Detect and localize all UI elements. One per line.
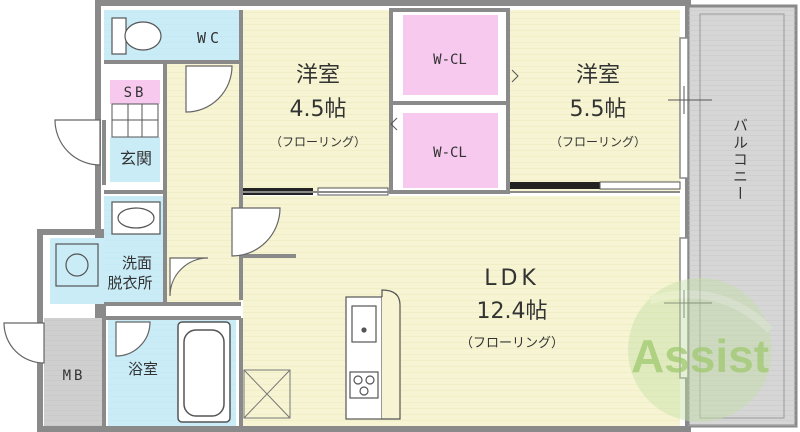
- washroom-label-line2: 脱衣所: [107, 274, 152, 292]
- watermark-text: Assist: [631, 330, 769, 382]
- washbasin-icon: [111, 201, 161, 235]
- kitchen-counter: [345, 289, 401, 420]
- door-swings: [3, 65, 281, 364]
- entrance-label: 玄関: [120, 149, 152, 168]
- washing-machine-icon: [55, 243, 99, 287]
- toilet-icon: [111, 17, 162, 55]
- mb-label: MB: [63, 368, 86, 384]
- wcl-bottom-label: W-CL: [433, 145, 467, 161]
- ldk-size: 12.4帖: [477, 299, 548, 324]
- closet-door-marker: [511, 69, 519, 83]
- fridge-space: [243, 369, 291, 419]
- kitchen-sink-icon: [351, 305, 377, 343]
- closet-door-marker: [390, 117, 398, 131]
- western-room-a-size: 4.5帖: [290, 97, 347, 122]
- shoe-rack-icon: [111, 103, 159, 138]
- bathtub-icon: [177, 321, 231, 423]
- shoe-box: [110, 80, 160, 104]
- western-room-b-size: 5.5帖: [570, 97, 627, 122]
- western-room-a-name: 洋室: [296, 63, 340, 88]
- interior-walls: [102, 10, 296, 426]
- walk-in-closet-bottom: [403, 113, 498, 188]
- western-room-b-name: 洋室: [576, 63, 620, 88]
- balcony-label: バルコニー: [731, 118, 749, 203]
- assist-watermark: [628, 278, 773, 422]
- sliding-door-b: [510, 182, 600, 189]
- washroom-label-line1: 洗面: [122, 254, 152, 272]
- western-room-b-floor-label: （フローリング）: [550, 135, 646, 149]
- stove-icon: [349, 371, 379, 399]
- sb-label: SB: [124, 85, 147, 101]
- entrance-floor: [110, 137, 160, 182]
- wcl-top-label: W-CL: [433, 52, 467, 68]
- ldk-floor-label: （フローリング）: [460, 336, 564, 351]
- bath-label: 浴室: [128, 360, 158, 378]
- walk-in-closet-top: [403, 15, 498, 95]
- ldk-name: LDK: [484, 266, 540, 291]
- western-room-a-floor-label: （フローリング）: [270, 135, 366, 149]
- wc-label: WC: [197, 29, 223, 47]
